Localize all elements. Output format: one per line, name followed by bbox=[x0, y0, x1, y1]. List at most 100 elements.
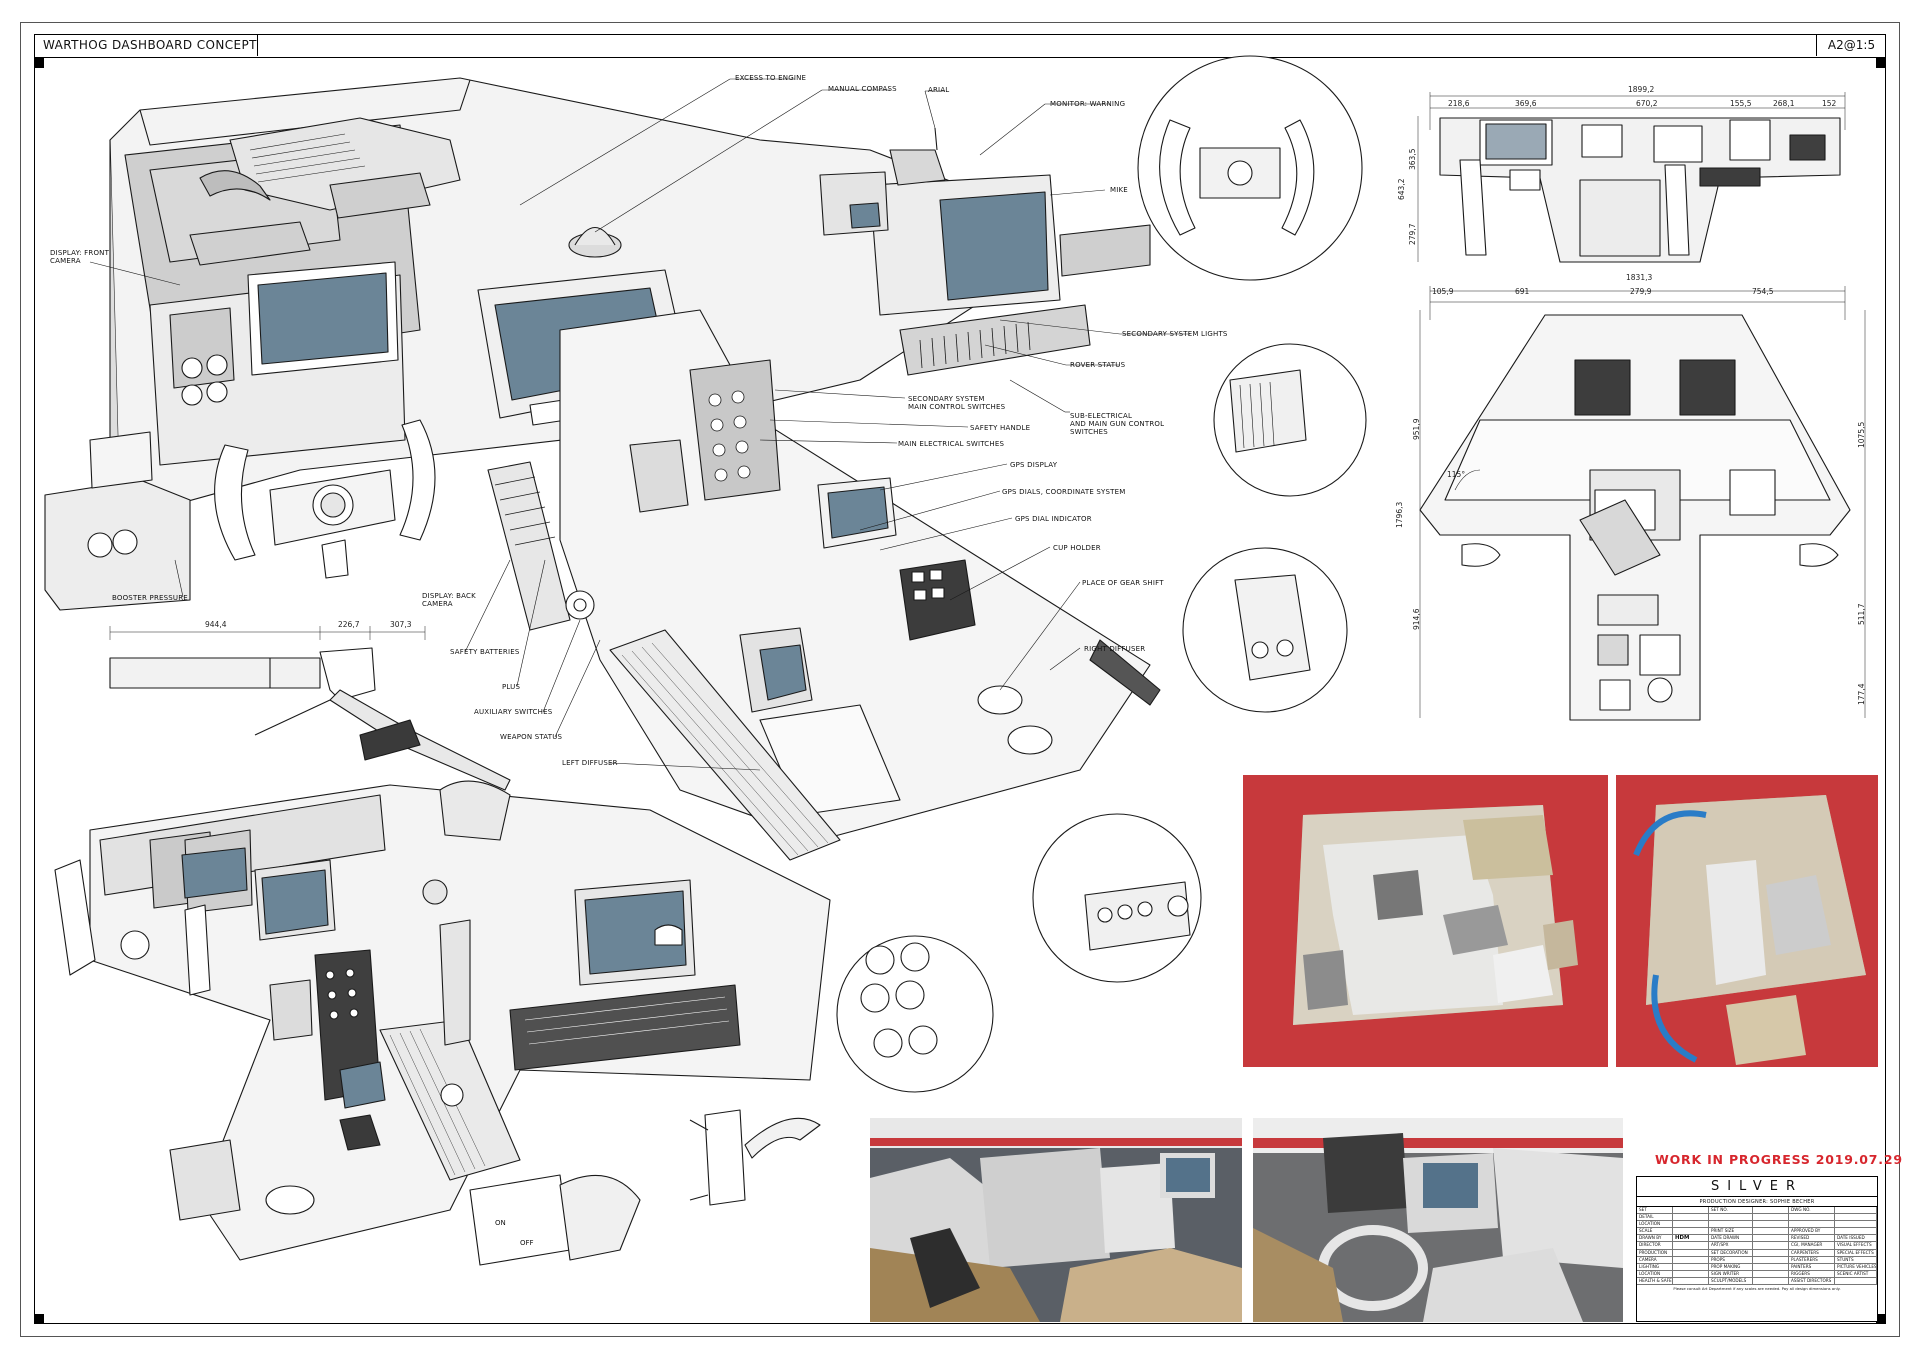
title-block-cell: APPROVED BY bbox=[1789, 1228, 1835, 1236]
title-block-cell: SIGN WRITER bbox=[1709, 1270, 1753, 1278]
title-block-cell: SET bbox=[1637, 1207, 1673, 1215]
callout-plus: PLUS bbox=[502, 683, 521, 691]
title-block-cell: SCALE bbox=[1637, 1228, 1673, 1236]
title-block-cell bbox=[1753, 1235, 1789, 1243]
title-block-cell bbox=[1753, 1228, 1789, 1236]
dimension-top-seg-5: 268,1 bbox=[1773, 99, 1795, 108]
title-block-cell: CARPENTERS bbox=[1789, 1249, 1835, 1257]
callout-left-diffuser: LEFT DIFFUSER bbox=[562, 759, 618, 767]
callout-secondary-main-control: SECONDARY SYSTEM MAIN CONTROL SWITCHES bbox=[908, 395, 1005, 411]
dimension-angle: 115° bbox=[1447, 470, 1466, 479]
callout-sub-electrical: SUB-ELECTRICAL AND MAIN GUN CONTROL SWIT… bbox=[1070, 412, 1164, 436]
drawing-sheet bbox=[34, 34, 1886, 1324]
title-block-cell: VISUAL EFFECTS bbox=[1835, 1242, 1877, 1250]
callout-gps-display: GPS DISPLAY bbox=[1010, 461, 1058, 469]
title-block-cell bbox=[1753, 1207, 1789, 1215]
callout-mike: MIKE bbox=[1110, 186, 1128, 194]
registration-mark bbox=[1876, 1314, 1886, 1324]
title-block-cell: ASSIST DIRECTORS bbox=[1789, 1277, 1835, 1286]
detail-circle-gear bbox=[1182, 547, 1348, 713]
callout-auxiliary-switches: AUXILIARY SWITCHES bbox=[474, 708, 553, 716]
detail-circle-steering bbox=[1137, 55, 1363, 281]
title-block-cell: PAINTERS bbox=[1789, 1263, 1835, 1271]
render-interior-right bbox=[1253, 1118, 1623, 1322]
title-block-cell: HEALTH & SAFETY bbox=[1637, 1277, 1673, 1286]
sheet-header: WARTHOG DASHBOARD CONCEPT A2@1:5 bbox=[34, 34, 1886, 58]
dimension-plan-right-2: 511,7 bbox=[1857, 603, 1866, 625]
dimension-plan-seg-2: 691 bbox=[1515, 287, 1530, 296]
dimension-top-seg-6: 152 bbox=[1822, 99, 1837, 108]
callout-line: SECONDARY SYSTEM bbox=[908, 395, 985, 403]
title-block-cell: RIGGERS bbox=[1789, 1270, 1835, 1278]
dimension-plan-left-1: 951,9 bbox=[1412, 418, 1421, 440]
callout-weapon-status: WEAPON STATUS bbox=[500, 733, 563, 741]
title-block-cell bbox=[1835, 1207, 1877, 1215]
callout-main-electrical-switches: MAIN ELECTRICAL SWITCHES bbox=[898, 440, 1005, 448]
title-block-cell bbox=[1753, 1277, 1789, 1286]
render-top-view-red bbox=[1243, 775, 1608, 1067]
title-block-cell bbox=[1835, 1221, 1877, 1229]
svg-text:ON: ON bbox=[495, 1219, 506, 1227]
title-block-cell: CAMERA bbox=[1637, 1256, 1673, 1264]
callout-secondary-system-lights: SECONDARY SYSTEM LIGHTS bbox=[1122, 330, 1228, 338]
callout-line: SWITCHES bbox=[1070, 428, 1108, 436]
title-block-cell bbox=[1835, 1228, 1877, 1236]
title-block-footer: Please consult Art Department if any sca… bbox=[1673, 1286, 1841, 1292]
dimension-top-seg-2: 369,6 bbox=[1515, 99, 1537, 108]
title-block-cell: PROPS bbox=[1709, 1256, 1753, 1264]
callout-excess-to-engine: EXCESS TO ENGINE bbox=[735, 74, 807, 82]
title-block-cell: DWG NO. bbox=[1789, 1207, 1835, 1215]
callout-line: MAIN CONTROL SWITCHES bbox=[908, 403, 1006, 411]
dimension-plan-seg-1: 105,9 bbox=[1432, 287, 1454, 296]
title-block-cell bbox=[1673, 1270, 1709, 1278]
title-block-cell bbox=[1673, 1242, 1709, 1250]
dimension-plan-seg-3: 279,9 bbox=[1630, 287, 1652, 296]
title-block-cell: SCULPT/MODELS bbox=[1709, 1277, 1753, 1286]
dimension-top-vertical-3: 279,7 bbox=[1408, 223, 1417, 245]
title-block-cell bbox=[1673, 1207, 1709, 1215]
title-block-cell: PRINT SIZE bbox=[1709, 1228, 1753, 1236]
registration-mark bbox=[34, 1314, 44, 1324]
dimension-top-overall: 1899,2 bbox=[1628, 85, 1655, 94]
dimension-plan-left-2: 1796,3 bbox=[1395, 501, 1404, 528]
title-block-cell bbox=[1753, 1214, 1789, 1222]
title-block-cell: SCENIC ARTIST bbox=[1835, 1270, 1877, 1278]
toggle-switch-details: ON OFF bbox=[469, 1109, 821, 1266]
callout-line: DISPLAY: FRONT bbox=[50, 249, 110, 257]
title-block-cell bbox=[1789, 1221, 1835, 1229]
title-block: SILVER PRODUCTION DESIGNER: SOPHIE BECHE… bbox=[1636, 1176, 1878, 1322]
callout-arial: ARIAL bbox=[928, 86, 950, 94]
title-block-cell: REVISED bbox=[1789, 1235, 1835, 1243]
outer-frame bbox=[20, 22, 1900, 1337]
production-designer: PRODUCTION DESIGNER: SOPHIE BECHER bbox=[1637, 1197, 1877, 1207]
title-block-cell bbox=[1673, 1277, 1709, 1286]
title-block-cell: LOCATION bbox=[1637, 1221, 1673, 1229]
title-block-cell: PRODUCTION bbox=[1637, 1249, 1673, 1257]
callout-manual-compass: MANUAL COMPASS bbox=[828, 85, 897, 93]
registration-mark bbox=[34, 58, 44, 68]
work-in-progress-stamp: WORK IN PROGRESS 2019.07.29 bbox=[1655, 1152, 1903, 1167]
title-block-cell bbox=[1789, 1214, 1835, 1222]
render-perspective-red-blue bbox=[1616, 775, 1878, 1067]
dimension-top-seg-1: 218,6 bbox=[1448, 99, 1470, 108]
callout-line: CAMERA bbox=[50, 257, 81, 265]
title-block-cell: LIGHTING bbox=[1637, 1263, 1673, 1271]
front-elevation-drawing bbox=[1417, 92, 1846, 263]
plan-view-drawing bbox=[1419, 286, 1866, 721]
dimension-top-vertical-2: 363,5 bbox=[1408, 148, 1417, 170]
callout-rover-status: ROVER STATUS bbox=[1070, 361, 1126, 369]
dimension-plan-seg-4: 754,5 bbox=[1752, 287, 1774, 296]
title-block-cell bbox=[1673, 1263, 1709, 1271]
callout-line: AND MAIN GUN CONTROL bbox=[1070, 420, 1165, 428]
callout-gps-dials: GPS DIALS, COORDINATE SYSTEM bbox=[1002, 488, 1126, 496]
callout-line: CAMERA bbox=[422, 600, 453, 608]
callout-booster-pressure: BOOSTER PRESSURE bbox=[112, 594, 188, 602]
dimension-side-3: 307,3 bbox=[390, 620, 412, 629]
title-block-cell: DIRECTOR bbox=[1637, 1242, 1673, 1250]
title-block-cell bbox=[1673, 1256, 1709, 1264]
dimension-side-2: 226,7 bbox=[338, 620, 360, 629]
dimension-plan-overall: 1831,3 bbox=[1626, 273, 1653, 282]
title-block-cell bbox=[1835, 1277, 1877, 1286]
title-block-cell: DATE DRAWN bbox=[1709, 1235, 1753, 1243]
